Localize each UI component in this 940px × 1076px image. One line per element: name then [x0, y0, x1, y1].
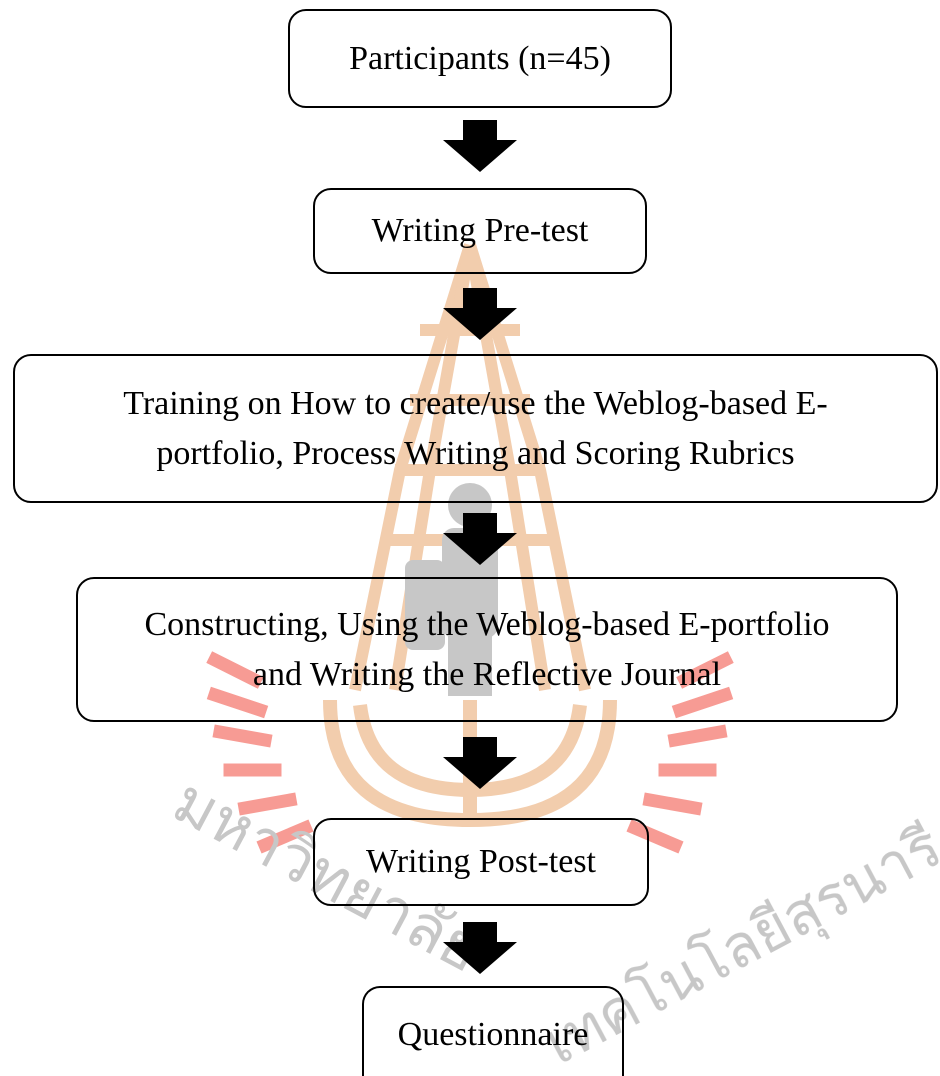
flow-step-participants: Participants (n=45)	[288, 9, 672, 108]
down-arrow-icon	[443, 513, 517, 565]
step-label-line1: Training on How to create/use the Weblog…	[123, 385, 828, 423]
down-arrow-icon	[443, 288, 517, 340]
flow-step-pre-test: Writing Pre-test	[313, 188, 647, 274]
step-label-line1: Constructing, Using the Weblog-based E-p…	[144, 606, 830, 644]
down-arrow-icon	[443, 737, 517, 789]
flow-step-questionnaire: Questionnaire	[362, 986, 624, 1076]
step-label: Questionnaire	[397, 1016, 589, 1053]
down-arrow-icon	[443, 120, 517, 172]
down-arrow-icon	[443, 922, 517, 974]
step-label: Writing Post-test	[365, 843, 596, 881]
step-label-line2: and Writing the Reflective Journal	[252, 655, 722, 693]
step-label-line2: portfolio, Process Writing and Scoring R…	[156, 434, 795, 472]
step-label: Writing Pre-test	[371, 212, 589, 250]
step-label: Participants (n=45)	[349, 39, 611, 77]
flow-step-post-test: Writing Post-test	[313, 818, 649, 906]
flow-step-constructing: Constructing, Using the Weblog-based E-p…	[76, 577, 898, 722]
flow-step-training: Training on How to create/use the Weblog…	[13, 354, 938, 503]
